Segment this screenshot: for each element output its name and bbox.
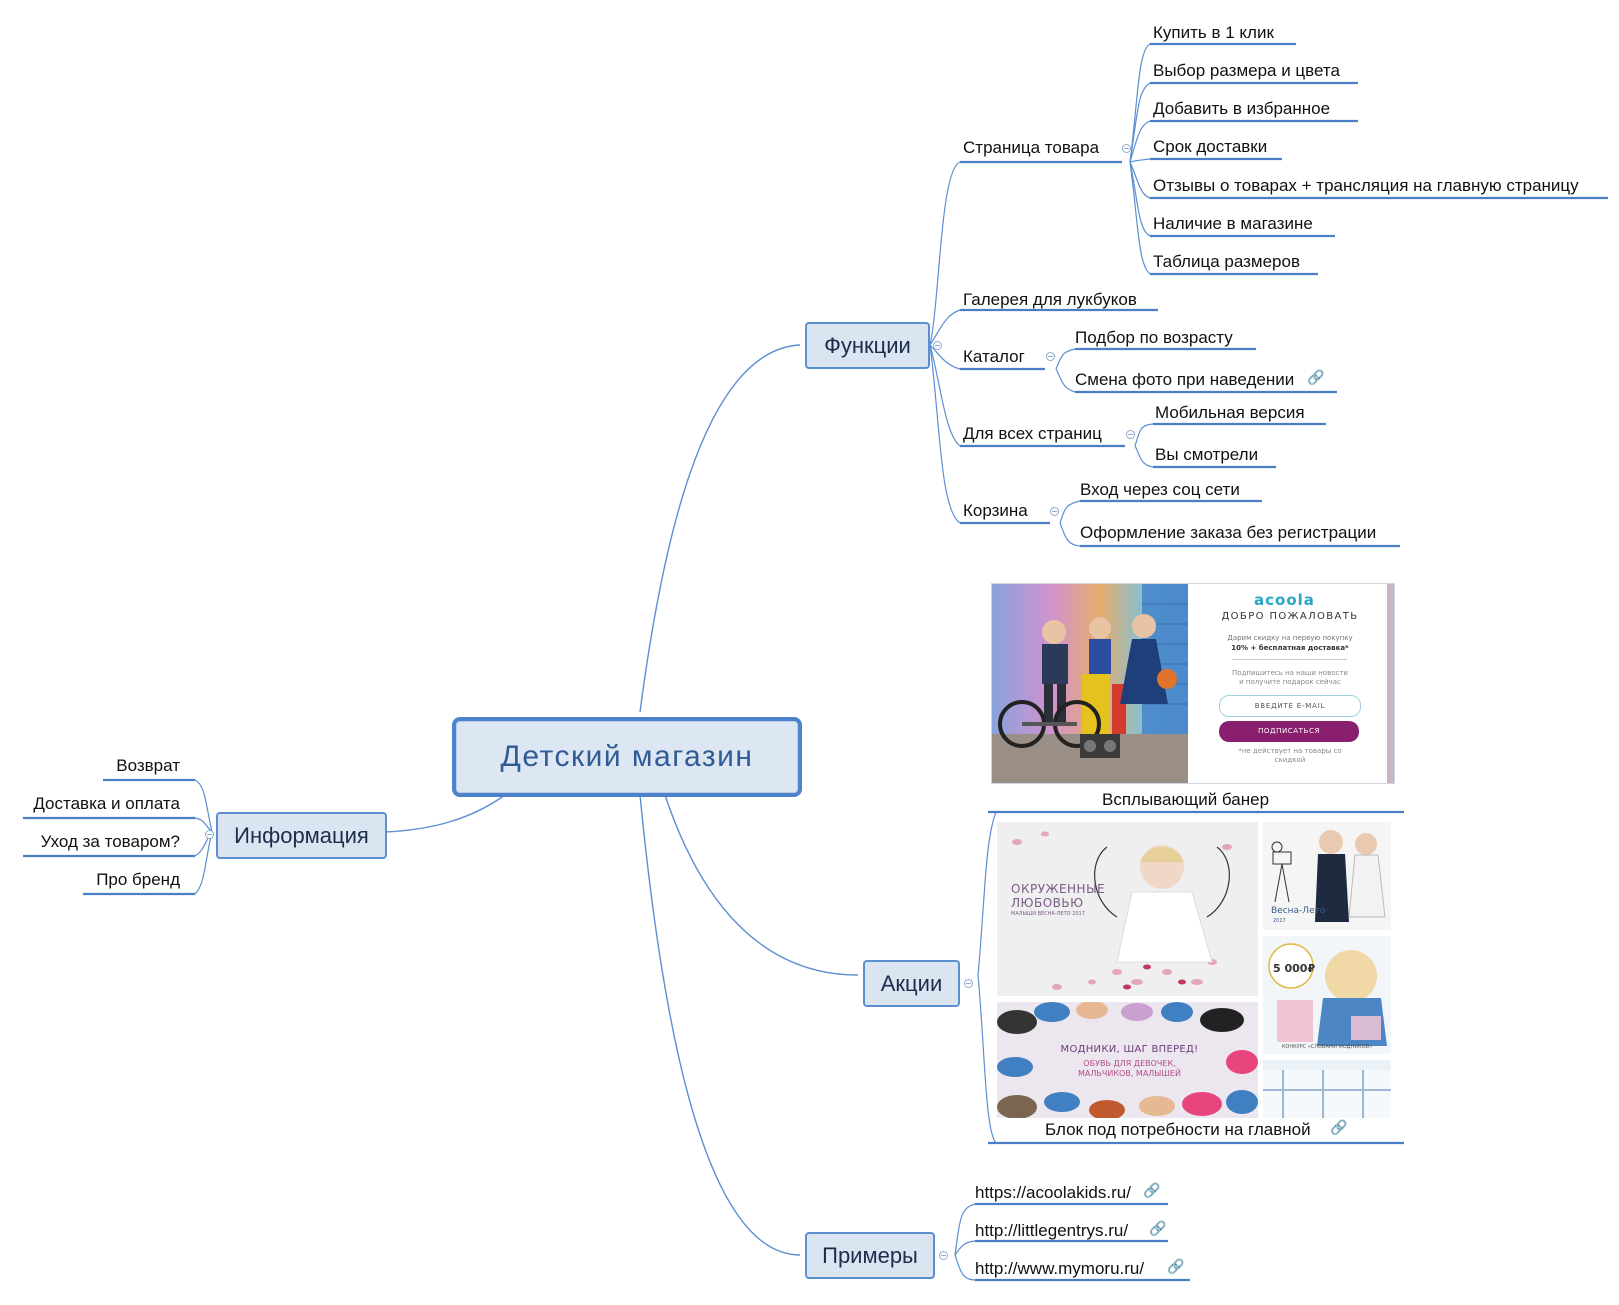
collapse-icon[interactable] <box>205 830 214 839</box>
sub-branch-curves <box>194 43 1154 1281</box>
needs-tile-building <box>1263 1060 1391 1118</box>
link-icon[interactable]: 🔗 <box>1149 1220 1167 1236</box>
main-branch-curves <box>384 344 859 1256</box>
topic-promotions-label: Акции <box>880 970 943 996</box>
leaf-favorites[interactable]: Добавить в избранное <box>1153 99 1331 118</box>
collapse-icon[interactable] <box>1122 144 1131 153</box>
collapse-icon[interactable] <box>933 341 942 350</box>
banner-divider <box>1232 659 1347 660</box>
leaf-example-acoolakids[interactable]: https://acoolakids.ru/ <box>975 1183 1131 1202</box>
banner-email-input: ВВЕДИТЕ E-MAIL <box>1219 695 1361 717</box>
caption-needs-block[interactable]: Блок под потребности на главной <box>1045 1120 1311 1139</box>
leaf-recently-viewed[interactable]: Вы смотрели <box>1155 445 1259 464</box>
link-icon[interactable]: 🔗 <box>1167 1258 1185 1274</box>
caption-popup-banner[interactable]: Всплывающий банер <box>1102 790 1270 809</box>
leaf-age-filter[interactable]: Подбор по возрасту <box>1075 328 1233 347</box>
subtopic-all-pages[interactable]: Для всех страниц <box>963 424 1102 443</box>
tile-spring-year: 2017 <box>1273 918 1286 924</box>
banner-photo <box>992 584 1394 783</box>
collapse-icon[interactable] <box>964 979 973 988</box>
tile-spring-art <box>1271 830 1386 922</box>
leaf-buy-one-click[interactable]: Купить в 1 клик <box>1153 23 1274 42</box>
topic-examples-label: Примеры <box>822 1242 918 1268</box>
leaf-store-availability[interactable]: Наличие в магазине <box>1153 214 1313 233</box>
collapse-icon[interactable] <box>1046 352 1055 361</box>
needs-tile-spring: Весна-Лето 2017 <box>1263 822 1391 930</box>
banner-offer-line1: Дарим скидку на первую покупку <box>1227 634 1353 642</box>
tile-love-art <box>1012 831 1232 990</box>
needs-tile-shoes: МОДНИКИ, ШАГ ВПЕРЕД! ОБУВЬ ДЛЯ ДЕВОЧЕК, … <box>997 1002 1258 1118</box>
tile-shoes-sub1: ОБУВЬ ДЛЯ ДЕВОЧЕК, <box>1083 1059 1176 1068</box>
subtopic-product-page[interactable]: Страница товара <box>963 138 1100 157</box>
collapse-icon[interactable] <box>939 1251 948 1260</box>
needs-tile-contest: 5 000₽ КОНКУРС «СЛОВАМИ МОДНИКОВ» <box>1263 936 1391 1054</box>
tile-love-title1: ОКРУЖЕННЫЕ <box>1011 882 1106 896</box>
tile-contest-art <box>1268 943 1387 1046</box>
banner-welcome: ДОБРО ПОЖАЛОВАТЬ <box>1221 611 1359 622</box>
banner-footnote-line1: *не действует на товары со <box>1238 747 1342 755</box>
leaf-underlines <box>23 42 1608 1282</box>
topic-functions-label: Функции <box>824 332 911 358</box>
banner-subscribe-line2: и получите подарок сейчас <box>1239 678 1341 686</box>
tile-contest-price: 5 000₽ <box>1273 962 1316 975</box>
tile-shoes-sub2: МАЛЬЧИКОВ, МАЛЫШЕЙ <box>1078 1069 1181 1078</box>
popup-banner-image: acoola ДОБРО ПОЖАЛОВАТЬ Дарим скидку на … <box>991 583 1395 784</box>
needs-tile-love: ОКРУЖЕННЫЕ ЛЮБОВЬЮ МАЛЫШИ ВЕСНА-ЛЕТО 201… <box>997 822 1258 996</box>
root-topic[interactable]: Детский магазин <box>452 717 802 797</box>
topic-info[interactable]: Информация <box>216 812 387 859</box>
banner-offer-line2: 10% + бесплатная доставка* <box>1231 644 1349 652</box>
leaf-info-returns[interactable]: Возврат <box>116 756 180 775</box>
topic-functions[interactable]: Функции <box>805 322 930 369</box>
leaf-info-care[interactable]: Уход за товаром? <box>40 832 180 851</box>
leaf-delivery-time[interactable]: Срок доставки <box>1153 137 1268 156</box>
link-icon[interactable]: 🔗 <box>1330 1119 1348 1135</box>
link-icon[interactable]: 🔗 <box>1307 369 1325 385</box>
topic-examples[interactable]: Примеры <box>805 1232 935 1279</box>
leaf-photo-hover[interactable]: Смена фото при наведении <box>1075 370 1295 389</box>
root-topic-label: Детский магазин <box>500 740 754 773</box>
banner-footnote-line2: скидкой <box>1274 756 1306 764</box>
leaf-mobile-version[interactable]: Мобильная версия <box>1155 403 1305 422</box>
leaf-social-login[interactable]: Вход через соц сети <box>1080 480 1240 499</box>
tile-love-title2: ЛЮБОВЬЮ <box>1011 896 1084 910</box>
subtopic-gallery[interactable]: Галерея для лукбуков <box>963 290 1137 309</box>
leaf-info-brand[interactable]: Про бренд <box>96 870 180 889</box>
tile-love-sub: МАЛЫШИ ВЕСНА-ЛЕТО 2017 <box>1011 911 1085 917</box>
tile-spring-label: Весна-Лето <box>1271 906 1326 916</box>
tile-contest-caption: КОНКУРС «СЛОВАМИ МОДНИКОВ» <box>1281 1044 1373 1050</box>
leaf-size-color[interactable]: Выбор размера и цвета <box>1153 61 1340 80</box>
leaf-size-table[interactable]: Таблица размеров <box>1153 252 1300 271</box>
link-icon[interactable]: 🔗 <box>1143 1182 1161 1198</box>
leaf-info-delivery[interactable]: Доставка и оплата <box>33 794 180 813</box>
collapse-icon[interactable] <box>1050 507 1059 516</box>
topic-promotions[interactable]: Акции <box>863 960 960 1007</box>
banner-subscribe-line1: Подпишитесь на наши новости <box>1232 669 1348 677</box>
tile-shoes-art <box>997 1002 1258 1118</box>
banner-brand-logo: acoola <box>1254 591 1315 609</box>
leaf-reviews[interactable]: Отзывы о товарах + трансляция на главную… <box>1153 176 1579 195</box>
topic-info-label: Информация <box>234 822 369 848</box>
subtopic-catalog[interactable]: Каталог <box>963 347 1025 366</box>
leaf-example-mymoru[interactable]: http://www.mymoru.ru/ <box>975 1259 1145 1278</box>
tile-shoes-title: МОДНИКИ, ШАГ ВПЕРЕД! <box>1060 1044 1199 1055</box>
needs-block-image: ОКРУЖЕННЫЕ ЛЮБОВЬЮ МАЛЫШИ ВЕСНА-ЛЕТО 201… <box>997 822 1391 1118</box>
collapse-icon[interactable] <box>1126 430 1135 439</box>
leaf-guest-checkout[interactable]: Оформление заказа без регистрации <box>1080 523 1377 542</box>
banner-subscribe-button: ПОДПИСАТЬСЯ <box>1219 721 1359 742</box>
tile-building-art <box>1263 1070 1391 1118</box>
subtopic-cart[interactable]: Корзина <box>963 501 1028 520</box>
leaf-example-littlegentrys[interactable]: http://littlegentrys.ru/ <box>975 1221 1129 1240</box>
